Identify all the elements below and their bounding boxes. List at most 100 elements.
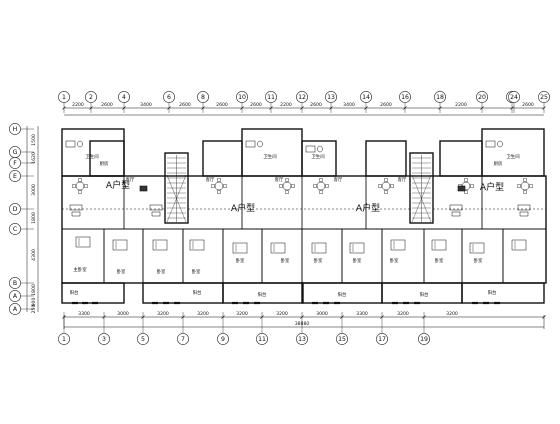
room-label-bedroom: 卧室 bbox=[157, 268, 166, 275]
axis-label: 13 bbox=[327, 94, 335, 101]
chair bbox=[523, 178, 527, 182]
axis-label: 1 bbox=[62, 94, 66, 101]
chair bbox=[390, 184, 394, 188]
top-dim-value: 2200 bbox=[455, 102, 467, 108]
upper-wing-3 bbox=[301, 140, 337, 177]
axis-circle bbox=[9, 303, 21, 315]
axis-circle bbox=[9, 157, 21, 169]
dim-tick bbox=[380, 315, 384, 319]
axis-circle bbox=[418, 333, 430, 345]
bathtub bbox=[485, 140, 496, 148]
top-axis-bubble: 24 bbox=[508, 91, 520, 103]
bed bbox=[270, 242, 286, 254]
chair bbox=[291, 184, 295, 188]
axis-label: A bbox=[13, 293, 18, 300]
bed bbox=[511, 239, 527, 251]
bottom-dim-value: 3200 bbox=[276, 311, 288, 317]
bottom-dim-value: 3300 bbox=[78, 311, 90, 317]
bed bbox=[431, 239, 447, 251]
bottom-axis-bubble: 5 bbox=[137, 333, 149, 345]
left-dim-value: 1800 bbox=[31, 284, 37, 296]
axis-label: 5 bbox=[141, 336, 145, 343]
top-dim-value: 3400 bbox=[343, 102, 355, 108]
axis-circle bbox=[9, 277, 21, 289]
unit-type-label: A户型 bbox=[231, 202, 255, 214]
axis-label: 12 bbox=[298, 94, 306, 101]
room-label-living: 客厅 bbox=[275, 176, 284, 183]
chair bbox=[529, 184, 533, 188]
toilet bbox=[77, 140, 83, 148]
room-label-balcony: 阳台 bbox=[193, 289, 202, 296]
top-axis-bubble: 10 bbox=[236, 91, 248, 103]
axis-label: B bbox=[13, 280, 17, 287]
coffee-table bbox=[151, 211, 161, 217]
axis-circle bbox=[9, 223, 21, 235]
dim-tick bbox=[102, 315, 106, 319]
left-dim-value: 1800 bbox=[31, 212, 37, 224]
upper-wing-6 bbox=[202, 140, 243, 177]
room-label-bedroom: 卧室 bbox=[314, 257, 323, 264]
bottom-dim-value: 3200 bbox=[197, 311, 209, 317]
axis-circle bbox=[538, 91, 550, 103]
chair bbox=[78, 190, 82, 194]
axis-label: 14 bbox=[362, 94, 370, 101]
chair bbox=[325, 184, 329, 188]
chair bbox=[285, 190, 289, 194]
axis-circle bbox=[9, 123, 21, 135]
bed bbox=[75, 236, 91, 248]
chair bbox=[470, 184, 474, 188]
axis-circle bbox=[434, 91, 446, 103]
axis-circle bbox=[265, 91, 277, 103]
coffee-table bbox=[71, 211, 81, 217]
room-label-kitchen: 厨房 bbox=[494, 160, 503, 167]
room-label-living: 客厅 bbox=[206, 176, 215, 183]
dim-tick bbox=[89, 106, 93, 110]
chair bbox=[378, 184, 382, 188]
room-label-living: 客厅 bbox=[126, 176, 135, 183]
dim-tick bbox=[240, 106, 244, 110]
stairwell-1 bbox=[164, 152, 189, 224]
axis-circle bbox=[296, 333, 308, 345]
coffee-table bbox=[451, 211, 461, 217]
room-label-bedroom: 卧室 bbox=[192, 268, 201, 275]
dim-tick bbox=[438, 106, 442, 110]
room-label-bedroom: 卧室 bbox=[353, 257, 362, 264]
left-dim-value: 1620 bbox=[31, 152, 37, 164]
upper-wing-4 bbox=[481, 128, 545, 177]
left-axis-bubble: B bbox=[9, 277, 21, 289]
axis-label: 3 bbox=[102, 336, 106, 343]
bottom-axis-bubble: 3 bbox=[98, 333, 110, 345]
top-dim-value: 2200 bbox=[72, 102, 84, 108]
axis-label: 6 bbox=[167, 94, 171, 101]
chair bbox=[84, 184, 88, 188]
room-label-balcony: 阳台 bbox=[420, 291, 429, 298]
axis-circle bbox=[325, 91, 337, 103]
top-dim-value: 3400 bbox=[140, 102, 152, 108]
bed bbox=[390, 239, 406, 251]
dim-tick bbox=[510, 106, 514, 110]
dim-tick bbox=[542, 106, 546, 110]
toilet bbox=[497, 140, 503, 148]
left-axis-bubble: E bbox=[9, 170, 21, 182]
room-label-bedroom: 卧室 bbox=[117, 268, 126, 275]
dining-table bbox=[282, 181, 292, 191]
left-dim-value: 4300 bbox=[31, 249, 37, 261]
axis-circle bbox=[85, 91, 97, 103]
bed bbox=[349, 242, 365, 254]
dim-tick bbox=[329, 106, 333, 110]
axis-label: 10 bbox=[238, 94, 246, 101]
room-label-bedroom: 卧室 bbox=[435, 257, 444, 264]
axis-label: F bbox=[13, 160, 17, 167]
dim-tick bbox=[181, 315, 185, 319]
top-dim-value: 2600 bbox=[522, 102, 534, 108]
axis-label: 9 bbox=[221, 336, 225, 343]
dim-tick bbox=[260, 315, 264, 319]
axis-label: 16 bbox=[401, 94, 409, 101]
chair bbox=[523, 190, 527, 194]
axis-label: A bbox=[13, 306, 18, 313]
axis-label: 19 bbox=[420, 336, 428, 343]
chair bbox=[464, 178, 468, 182]
axis-label: 20 bbox=[478, 94, 486, 101]
